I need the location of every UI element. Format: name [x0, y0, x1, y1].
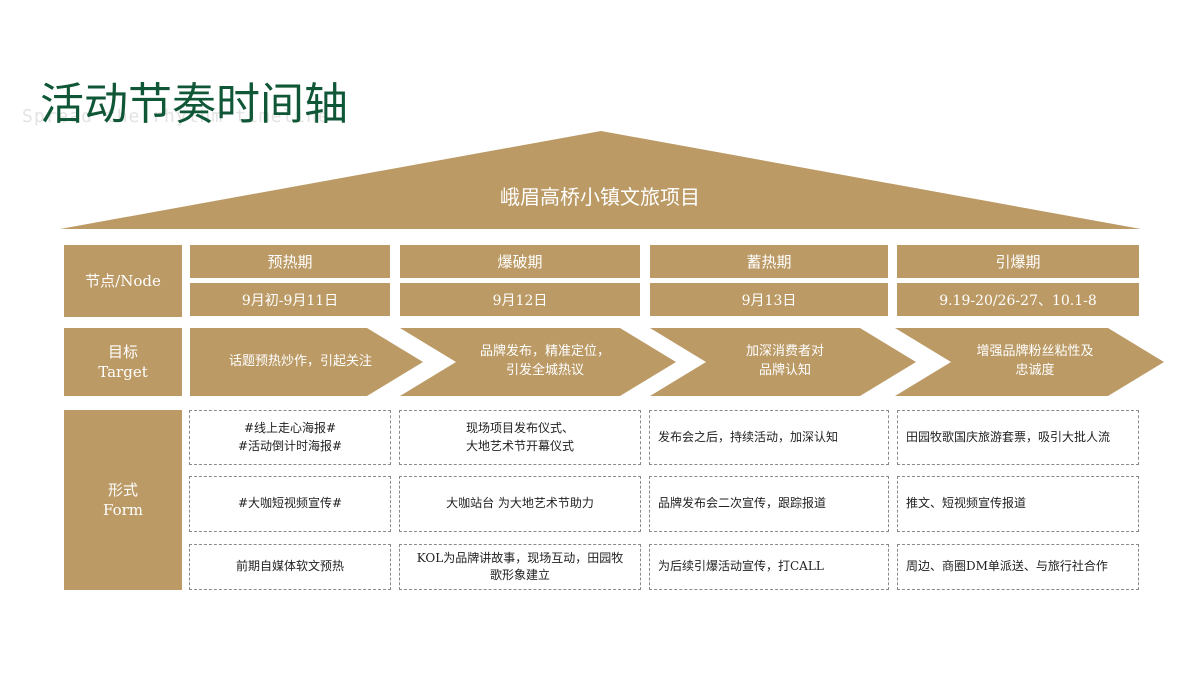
form-cell-4-1-line-1: 田园牧歌国庆旅游套票，吸引大批人流	[906, 429, 1111, 444]
form-cell-2-3-line-1: KOL为品牌讲故事，现场互动，田园牧	[416, 550, 624, 565]
roof-shape	[60, 131, 1141, 229]
target-text-3-line-2: 品牌认知	[758, 363, 811, 378]
target-text-2-line-2: 引发全城热议	[505, 363, 584, 378]
phase-date-1: 9月初-9月11日	[190, 283, 390, 316]
phase-name-3: 蓄热期	[650, 245, 888, 278]
target-arrow-2	[400, 328, 676, 396]
target-text-2-line-1: 品牌发布，精准定位，	[479, 344, 610, 360]
form-cell-1-1-line-2: #活动倒计时海报#	[237, 438, 343, 453]
page-title: 活动节奏时间轴	[40, 79, 348, 130]
target-text-3: 加深消费者对 品牌认知	[690, 328, 880, 396]
form-cell-1-2: #大咖短视频宣传#	[189, 476, 391, 532]
phase-name-2: 爆破期	[400, 245, 640, 278]
project-title: 峨眉高桥小镇文旅项目	[500, 184, 700, 209]
row-label-target: 目标 Target	[64, 328, 182, 396]
form-cell-1-3-line-1: 前期自媒体软文预热	[235, 559, 344, 574]
target-text-4-line-2: 忠诚度	[1015, 363, 1055, 378]
form-cell-4-2-line-1: 推文、短视频宣传报道	[906, 496, 1027, 511]
form-cell-2-3: KOL为品牌讲故事，现场互动，田园牧 歌形象建立	[399, 544, 641, 590]
form-cell-4-2: 推文、短视频宣传报道	[897, 476, 1139, 532]
target-text-1-line-1: 话题预热炒作，引起关注	[228, 353, 372, 369]
form-cell-4-1: 田园牧歌国庆旅游套票，吸引大批人流	[897, 410, 1139, 465]
row-label-node: 节点/Node	[64, 245, 182, 317]
row-label-node-text: 节点/Node	[85, 271, 161, 290]
form-cell-3-1-line-1: 发布会之后，持续活动，加深认知	[658, 429, 839, 444]
form-cell-2-2-line-1: 大咖站台 为大地艺术节助力	[446, 496, 594, 511]
form-cell-1-2-line-1: #大咖短视频宣传#	[237, 496, 343, 511]
target-text-3-line-1: 加深消费者对	[745, 344, 824, 360]
form-cell-3-1: 发布会之后，持续活动，加深认知	[649, 410, 889, 465]
phase-date-3: 9月13日	[650, 283, 888, 316]
target-arrow-4	[895, 328, 1164, 396]
form-cell-4-3-line-1: 周边、商圈DM单派送、与旅行社合作	[906, 559, 1108, 574]
row-label-target-cn: 目标	[107, 342, 138, 361]
form-cell-2-1: 现场项目发布仪式、 大地艺术节开幕仪式	[399, 410, 641, 465]
form-cell-3-3-line-1: 为后续引爆活动宣传，打CALL	[658, 559, 824, 574]
form-cell-2-1-line-1: 现场项目发布仪式、	[465, 421, 574, 436]
target-text-2: 品牌发布，精准定位， 引发全城热议	[440, 328, 650, 396]
form-cell-2-3-line-2: 歌形象建立	[489, 568, 550, 582]
row-label-target-en: Target	[98, 363, 148, 381]
row-label-form-cn: 形式	[107, 480, 138, 499]
subtitle: Spread the rhythm timeline	[22, 106, 330, 127]
form-cell-3-2: 品牌发布会二次宣传，跟踪报道	[649, 476, 889, 532]
target-arrow-3	[650, 328, 916, 396]
form-cell-1-1-line-1: #线上走心海报#	[243, 421, 337, 436]
form-cell-3-2-line-1: 品牌发布会二次宣传，跟踪报道	[658, 496, 827, 511]
form-cell-3-3: 为后续引爆活动宣传，打CALL	[649, 544, 889, 590]
target-text-4-line-1: 增强品牌粉丝粘性及	[976, 344, 1094, 360]
form-cell-2-2: 大咖站台 为大地艺术节助力	[399, 476, 641, 532]
phase-date-4: 9.19-20/26-27、10.1-8	[897, 283, 1139, 316]
phase-date-2: 9月12日	[400, 283, 640, 316]
form-cell-1-3: 前期自媒体软文预热	[189, 544, 391, 590]
phase-name-4: 引爆期	[897, 245, 1139, 278]
target-arrow-1	[190, 328, 423, 396]
form-cell-1-1: #线上走心海报# #活动倒计时海报#	[189, 410, 391, 465]
phase-name-1: 预热期	[190, 245, 390, 278]
form-cell-2-1-line-2: 大地艺术节开幕仪式	[465, 438, 574, 453]
form-cell-4-3: 周边、商圈DM单派送、与旅行社合作	[897, 544, 1139, 590]
row-label-form-en: Form	[102, 501, 143, 519]
target-text-1: 话题预热炒作，引起关注	[198, 328, 403, 396]
row-label-form: 形式 Form	[64, 410, 182, 590]
target-text-4: 增强品牌粉丝粘性及 忠诚度	[935, 328, 1135, 396]
